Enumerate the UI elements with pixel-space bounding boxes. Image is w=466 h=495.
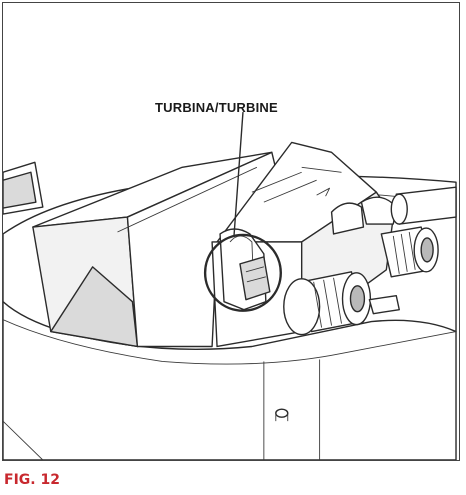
lower-fitting-collar xyxy=(283,278,321,336)
bolt-shank xyxy=(275,413,289,422)
turbine-body xyxy=(239,256,271,301)
softener-valve-drawing xyxy=(3,111,457,460)
upper-hose-end xyxy=(390,193,408,225)
lower-fitting-bore xyxy=(349,285,366,313)
lower-fitting-ribs xyxy=(313,277,342,328)
tank-corner xyxy=(3,420,44,460)
valve-arrow xyxy=(316,187,331,197)
valve-top-ribs xyxy=(251,166,342,203)
mid-fitting-ribs xyxy=(392,231,416,274)
bolt-head xyxy=(275,408,289,418)
left-block-shadow xyxy=(3,171,37,209)
bypass-nozzle xyxy=(368,295,400,315)
turbine-callout-label: TURBINA/TURBINE xyxy=(155,100,278,115)
turbine-detail xyxy=(245,266,266,283)
figure-frame: TURBINA/TURBINE xyxy=(2,2,460,461)
figure-caption: FIG. 12 xyxy=(4,472,60,488)
cover-front-facet xyxy=(50,266,139,348)
callout-leader xyxy=(233,111,244,237)
tank-rim-edge xyxy=(3,319,457,365)
mid-fitting-bore xyxy=(420,237,434,263)
top-clip xyxy=(330,202,365,235)
turbine-callout-circle xyxy=(203,233,282,312)
cover-ridge xyxy=(117,166,258,233)
